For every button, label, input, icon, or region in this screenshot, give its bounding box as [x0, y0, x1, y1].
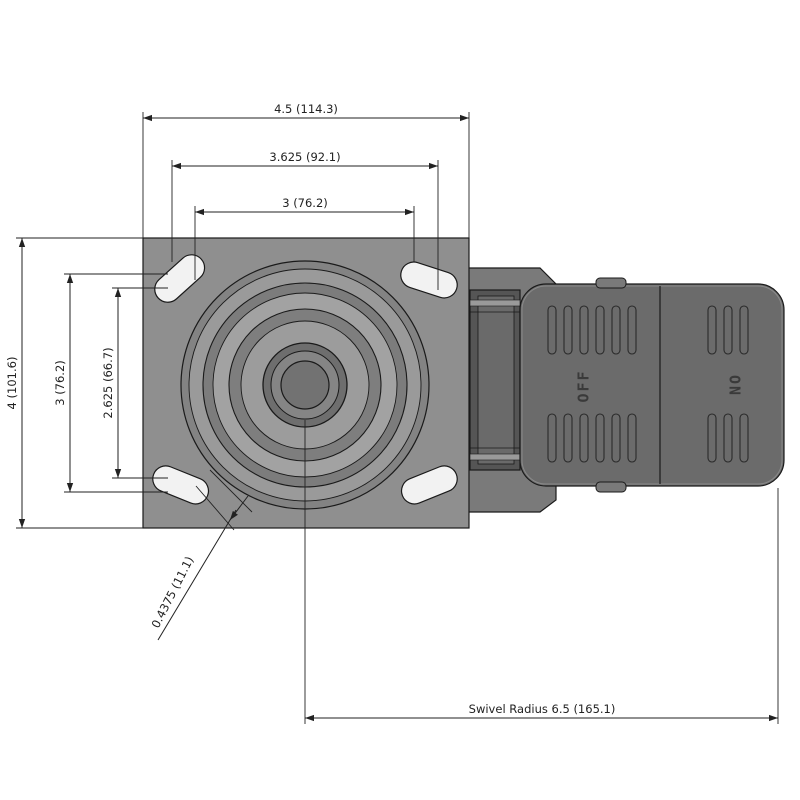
mounting-slots [152, 254, 458, 505]
dim-bolt-hole-label: 0.4375 (11.1) [148, 554, 196, 630]
slot-bottom-left [152, 465, 210, 505]
dim-plate-width-label: 4.5 (114.3) [274, 102, 338, 116]
brake-on-ribs [707, 305, 749, 463]
dim-vertical-slot-inner: 2.625 (66.7) [101, 287, 168, 479]
dim-vertical-slot-inner-label: 2.625 (66.7) [101, 347, 115, 418]
brake-off-label: OFF [575, 369, 593, 402]
slot-top-right [400, 261, 458, 299]
dim-plate-height-label: 4 (101.6) [5, 357, 19, 410]
dim-inner-slot-spacing: 3 (76.2) [194, 196, 415, 280]
kingpin [280, 360, 330, 410]
dim-plate-height: 4 (101.6) [5, 237, 143, 529]
dim-swivel-radius-label: Swivel Radius 6.5 (165.1) [469, 702, 616, 716]
dim-outer-slot-spacing-label: 3.625 (92.1) [269, 150, 340, 164]
slot-top-left [154, 254, 206, 303]
dim-outer-slot-spacing: 3.625 (92.1) [171, 150, 439, 290]
brake-off-ribs [547, 305, 637, 463]
slot-bottom-right [400, 465, 458, 505]
dim-inner-slot-spacing-label: 3 (76.2) [282, 196, 328, 210]
brake-pedal [519, 283, 785, 487]
brake-on-label: ON [726, 375, 744, 397]
swivel-raceway [180, 260, 430, 510]
dim-swivel-radius: Swivel Radius 6.5 (165.1) [304, 420, 779, 724]
top-plate [142, 237, 470, 529]
dim-plate-width: 4.5 (114.3) [142, 102, 470, 238]
dim-vertical-slot-outer: 3 (76.2) [53, 273, 168, 493]
wheel-and-brake-assembly: OFF ON [465, 267, 785, 513]
dim-vertical-slot-outer-label: 3 (76.2) [53, 360, 67, 406]
